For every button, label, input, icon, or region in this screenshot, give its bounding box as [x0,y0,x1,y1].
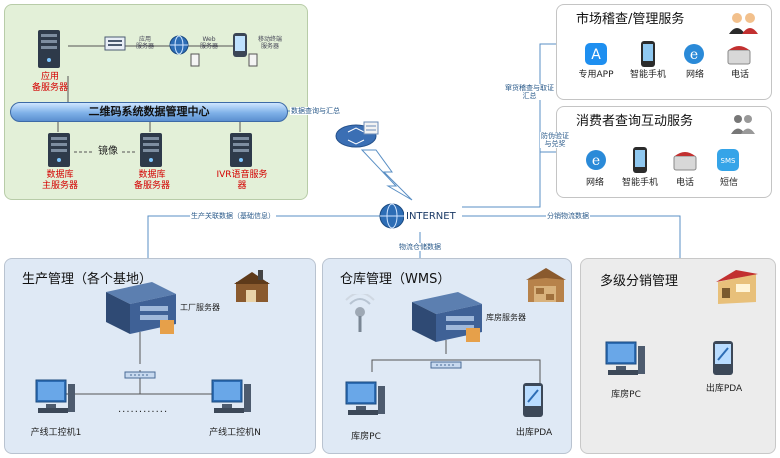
market-item-app: 专用APP [578,70,614,80]
market-item-web: 网络 [685,70,704,80]
app-store-icon: A [584,42,608,66]
sms-icon: SMS [716,148,740,172]
app-server-small-icon [104,36,126,54]
consumer-item-tel: 电话 [675,178,694,188]
smartphone-icon [640,40,656,68]
consumer-item-sms: 短信 [719,178,738,188]
telephone-icon [726,42,752,66]
ivr-server-label: IVR语音服务 器 [216,170,268,191]
telephone-icon [672,148,698,172]
db-backup-server-label: 数据库 备服务器 [133,170,170,191]
smartphone-icon [632,146,648,174]
logistics-data-label: 物流仓储数据 [398,243,442,251]
market-title: 市场稽查/管理服务 [576,12,685,27]
people-icon [726,10,762,36]
distribution-pc-label: 库房PC [611,390,641,400]
router-icon [334,118,382,154]
warehouse-pda-icon [520,382,548,420]
small-tower-icon [248,52,258,67]
internet-label: INTERNET [404,211,458,223]
app-server-small-label: 应用 服务器 [135,36,154,50]
factory-server-icon [100,280,180,336]
production-data-label: 生产关联数据（基础信息） [190,212,276,220]
market-item-tel: 电话 [730,70,749,80]
distribution-data-label: 分销物流数据 [546,212,590,220]
network-switch-icon [124,364,156,379]
web-server-small-label: Web 服务器 [199,36,218,50]
ie-browser-icon: e [584,148,608,172]
data-query-label: 数据查询与汇总 [290,107,341,115]
factory-server-label: 工厂服务器 [180,303,220,312]
svg-text:e: e [592,153,600,169]
warehouse-pda-label: 出库PDA [515,428,553,438]
line-pc-1-label: 产线工控机1 [30,428,82,438]
mobile-server-small-label: 移动终端 服务器 [257,36,282,50]
distribution-pda-icon [710,340,738,378]
line-pc-n-label: 产线工控机N [209,428,261,438]
internet-globe-icon [378,202,406,230]
warehouse-building-icon [524,266,566,306]
ie-browser-icon: e [682,42,706,66]
dots-label: ............ [118,404,169,415]
user-group-icon [728,112,758,136]
consumer-item-web: 网络 [585,178,604,188]
warehouse-server-label: 库房服务器 [486,313,526,322]
store-building-icon [714,266,760,306]
factory-building-icon [232,268,272,304]
wifi-antenna-icon [342,292,378,334]
inspect-label: 窜货稽查与取证 汇总 [504,84,555,100]
consumer-item-phone: 智能手机 [621,178,658,188]
line-pc-1-icon [34,378,76,418]
mobile-terminal-icon [232,32,248,58]
distribution-pda-label: 出库PDA [705,384,743,394]
ivr-server-icon [226,132,256,168]
svg-text:e: e [690,47,698,63]
globe-icon [168,34,190,56]
network-switch-icon [430,354,462,369]
small-tower-icon [190,52,200,67]
anticounterfeit-label: 防伪验证 与兑奖 [540,132,570,148]
warehouse-server-icon [406,290,486,344]
app-backup-server-label: 应用 备服务器 [31,72,68,93]
consumer-title: 消费者查询互动服务 [576,114,694,129]
warehouse-pc-label: 库房PC [351,432,381,442]
production-title: 生产管理（各个基地） [22,272,153,287]
distribution-title: 多级分销管理 [600,274,679,289]
svg-text:SMS: SMS [721,157,736,165]
svg-text:A: A [591,47,601,63]
warehouse-pc-icon [344,380,386,420]
data-center-pipe [10,102,288,122]
app-backup-server-icon [34,28,64,70]
warehouse-title: 仓库管理（WMS） [340,272,451,287]
distribution-pc-icon [604,340,646,380]
market-item-phone: 智能手机 [629,70,666,80]
line-pc-n-icon [210,378,252,418]
db-main-server-icon [44,132,74,168]
data-center-title: 二维码系统数据管理中心 [88,105,210,118]
db-backup-server-icon [136,132,166,168]
mirror-label: 镜像 [98,146,118,157]
db-main-server-label: 数据库 主服务器 [41,170,78,191]
